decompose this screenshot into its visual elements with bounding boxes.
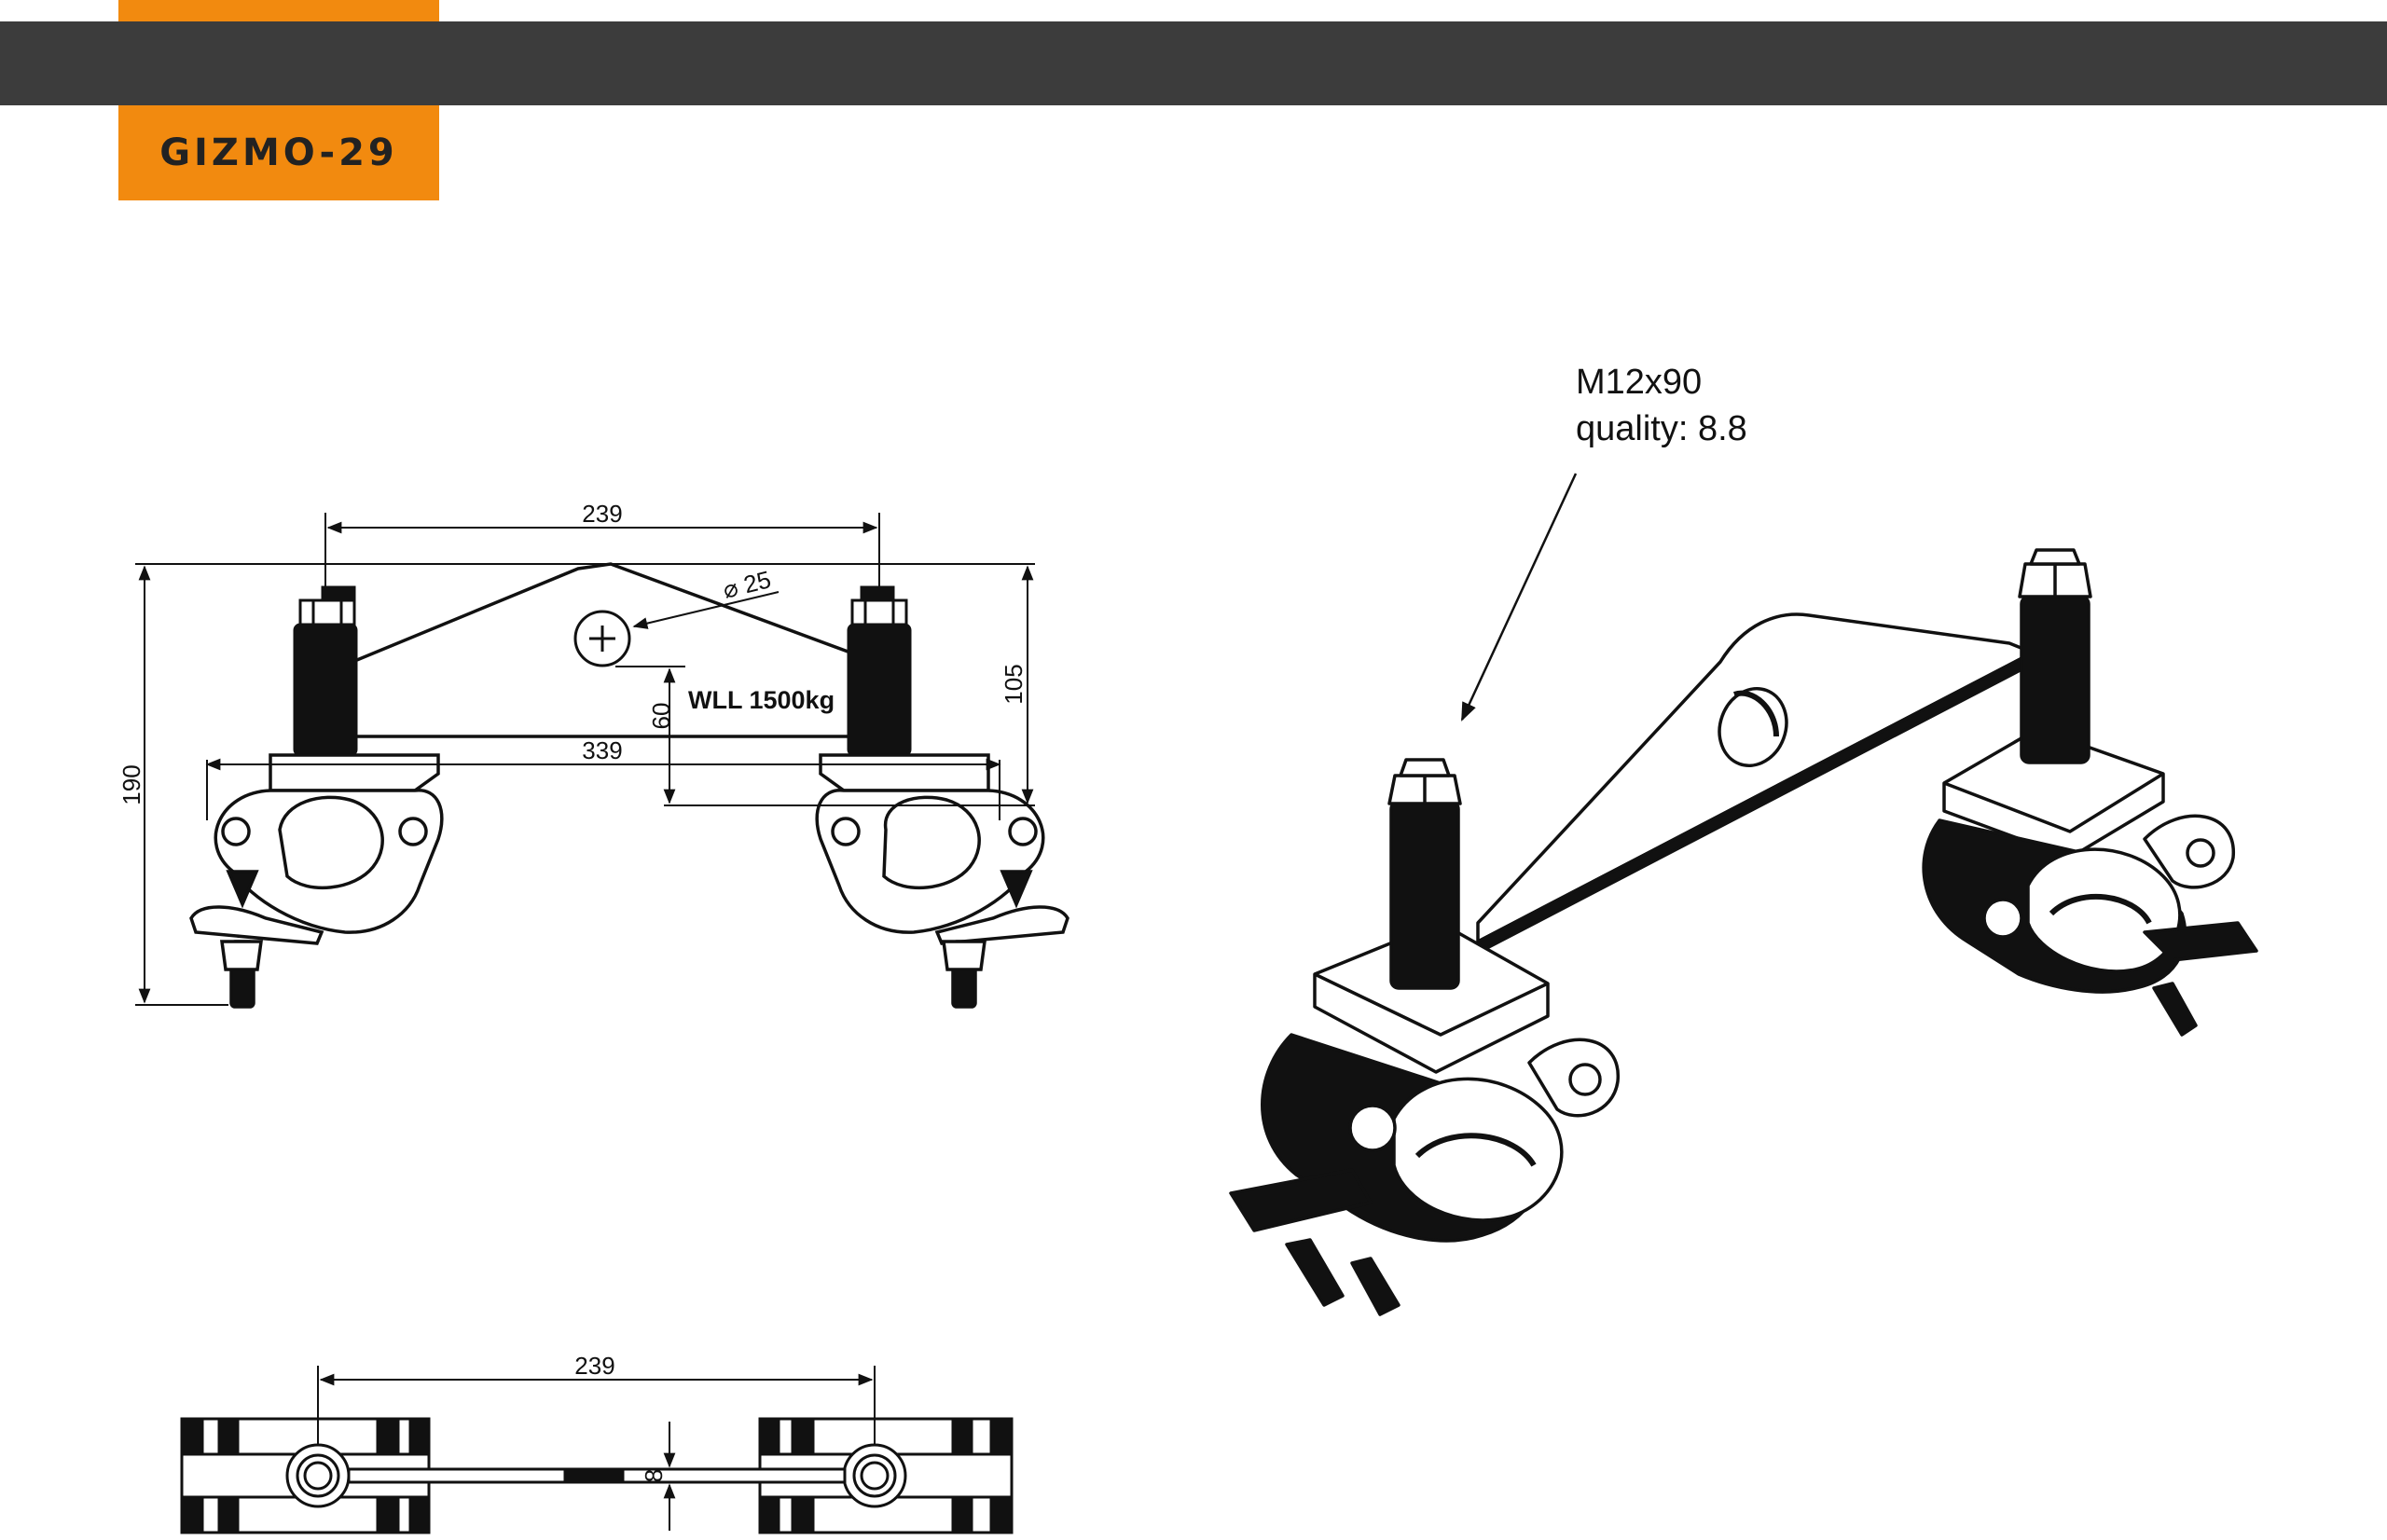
dim-front-105: 105	[1000, 664, 1028, 704]
product-code: GIZMO-29	[159, 131, 398, 174]
dim-front-339: 339	[582, 736, 622, 764]
dim-hole-diameter: ⌀ 25	[720, 565, 774, 604]
left-bolt	[293, 585, 358, 757]
bolt-callout-leader	[1460, 473, 1578, 722]
dim-front-190: 190	[117, 764, 145, 804]
dim-front-60: 60	[647, 703, 675, 730]
header-accent-tab	[118, 0, 439, 21]
top-view-dimensions	[317, 1366, 876, 1531]
load-label: WLL 1500kg	[688, 686, 835, 714]
right-clamp	[815, 753, 1069, 1009]
front-view-dimensions	[135, 513, 1035, 1006]
dim-top-239: 239	[574, 1352, 614, 1380]
front-view	[189, 562, 1069, 1009]
iso-right-clamp	[1922, 548, 2258, 1037]
dim-front-239: 239	[582, 500, 622, 528]
dim-top-8: 8	[640, 1469, 668, 1482]
right-bolt	[847, 585, 912, 757]
bolt-spec: M12x90	[1576, 363, 1702, 402]
header-bar	[0, 21, 2387, 105]
product-badge: GIZMO-29	[118, 105, 439, 200]
bolt-quality: quality: 8.8	[1576, 409, 1747, 448]
iso-view	[1229, 548, 2258, 1316]
iso-plate	[1476, 612, 2035, 943]
left-clamp	[189, 753, 444, 1009]
iso-left-clamp	[1229, 758, 1620, 1316]
top-view	[180, 1417, 1014, 1534]
